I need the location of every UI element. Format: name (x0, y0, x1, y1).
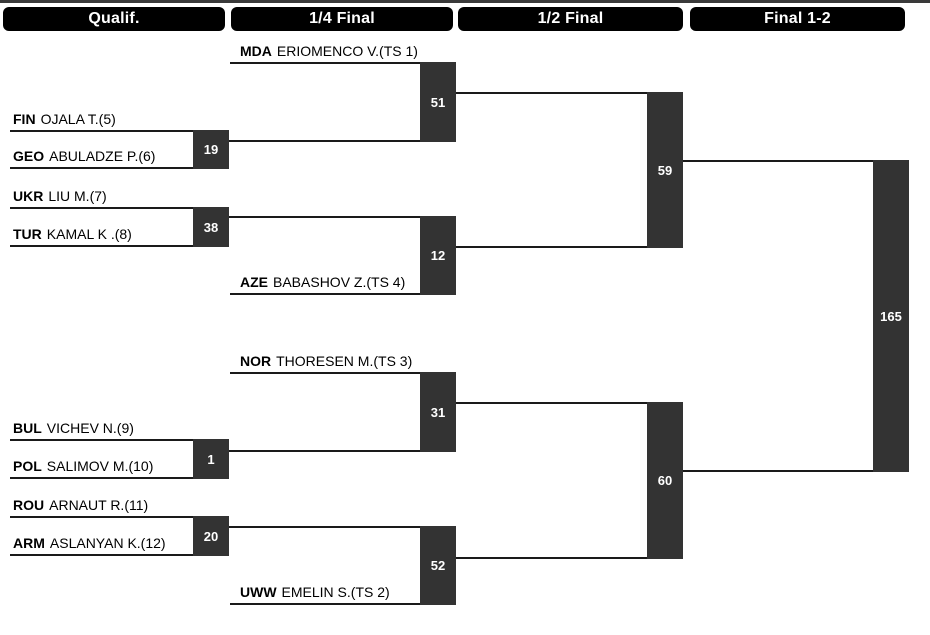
bracket-line (10, 554, 229, 556)
bracket-line (10, 439, 229, 441)
bracket-line (230, 603, 456, 605)
player-name: OJALA T.(5) (40, 111, 116, 127)
player-noc: TUR (13, 226, 42, 242)
qualif-match-1-box: 1 (193, 439, 229, 479)
qualif-match-19-box: 19 (193, 130, 229, 169)
player-mda-eriomenco: MDA ERIOMENCO V.(TS 1) (240, 43, 455, 59)
player-name: SALIMOV M.(10) (46, 458, 154, 474)
player-noc: AZE (240, 274, 268, 290)
bracket-line (683, 160, 873, 162)
bracket-line (10, 477, 229, 479)
bracket-line (456, 92, 648, 94)
semifinal-match-60-box: 60 (647, 402, 683, 559)
top-border-line (0, 0, 930, 3)
bracket-line (456, 557, 647, 559)
bracket-line (10, 516, 229, 518)
player-aze-babashov: AZE BABASHOV Z.(TS 4) (240, 274, 455, 290)
player-noc: NOR (240, 353, 272, 369)
player-nor-thoresen: NOR THORESEN M.(TS 3) (240, 353, 455, 369)
bracket-line (229, 450, 456, 452)
player-name: ARNAUT R.(11) (49, 497, 149, 513)
player-name: KAMAL K .(8) (46, 226, 132, 242)
quarterfinal-match-31-box: 31 (420, 372, 456, 452)
player-name: VICHEV N.(9) (46, 420, 134, 436)
player-name: ABULADZE P.(6) (49, 148, 156, 164)
final-match-165-box: 165 (873, 160, 909, 472)
player-arm-aslanyan: ARM ASLANYAN K.(12) (13, 535, 228, 551)
player-geo-abuladze: GEO ABULADZE P.(6) (13, 148, 228, 164)
column-header-quarterfinal: 1/4 Final (231, 7, 453, 31)
bracket-line (683, 470, 873, 472)
bracket-line (229, 140, 456, 142)
player-bul-vichev: BUL VICHEV N.(9) (13, 420, 228, 436)
player-name: EMELIN S.(TS 2) (281, 584, 390, 600)
player-pol-salimov: POL SALIMOV M.(10) (13, 458, 228, 474)
qualif-match-38-box: 38 (193, 207, 229, 247)
column-header-qualif: Qualif. (3, 7, 225, 31)
player-noc: ARM (13, 535, 45, 551)
bracket-line (456, 246, 648, 248)
bracket-line (456, 402, 647, 404)
player-noc: UKR (13, 188, 44, 204)
bracket-line (10, 207, 229, 209)
bracket-line (10, 167, 229, 169)
column-header-final: Final 1-2 (690, 7, 905, 31)
qualif-match-20-box: 20 (193, 516, 229, 556)
column-header-semifinal: 1/2 Final (458, 7, 683, 31)
bracket-line (230, 293, 456, 295)
player-name: LIU M.(7) (48, 188, 107, 204)
player-noc: FIN (13, 111, 36, 127)
player-name: BABASHOV Z.(TS 4) (273, 274, 406, 290)
bracket-line (10, 130, 229, 132)
player-noc: UWW (240, 584, 277, 600)
bracket-line (229, 216, 456, 218)
quarterfinal-match-51-box: 51 (420, 62, 456, 142)
player-noc: ROU (13, 497, 45, 513)
semifinal-match-59-box: 59 (647, 92, 683, 248)
bracket-line (230, 372, 456, 374)
quarterfinal-match-52-box: 52 (420, 526, 456, 605)
player-noc: GEO (13, 148, 45, 164)
player-uww-emelin: UWW EMELIN S.(TS 2) (240, 584, 455, 600)
player-noc: MDA (240, 43, 272, 59)
player-noc: POL (13, 458, 42, 474)
player-fin-ojala: FIN OJALA T.(5) (13, 111, 228, 127)
quarterfinal-match-12-box: 12 (420, 216, 456, 295)
bracket-line (230, 62, 456, 64)
player-tur-kamal: TUR KAMAL K .(8) (13, 226, 228, 242)
player-ukr-liu: UKR LIU M.(7) (13, 188, 228, 204)
player-rou-arnaut: ROU ARNAUT R.(11) (13, 497, 228, 513)
bracket-line (10, 245, 229, 247)
bracket-line (229, 526, 456, 528)
player-name: ASLANYAN K.(12) (49, 535, 166, 551)
player-name: THORESEN M.(TS 3) (276, 353, 413, 369)
player-noc: BUL (13, 420, 42, 436)
player-name: ERIOMENCO V.(TS 1) (276, 43, 418, 59)
